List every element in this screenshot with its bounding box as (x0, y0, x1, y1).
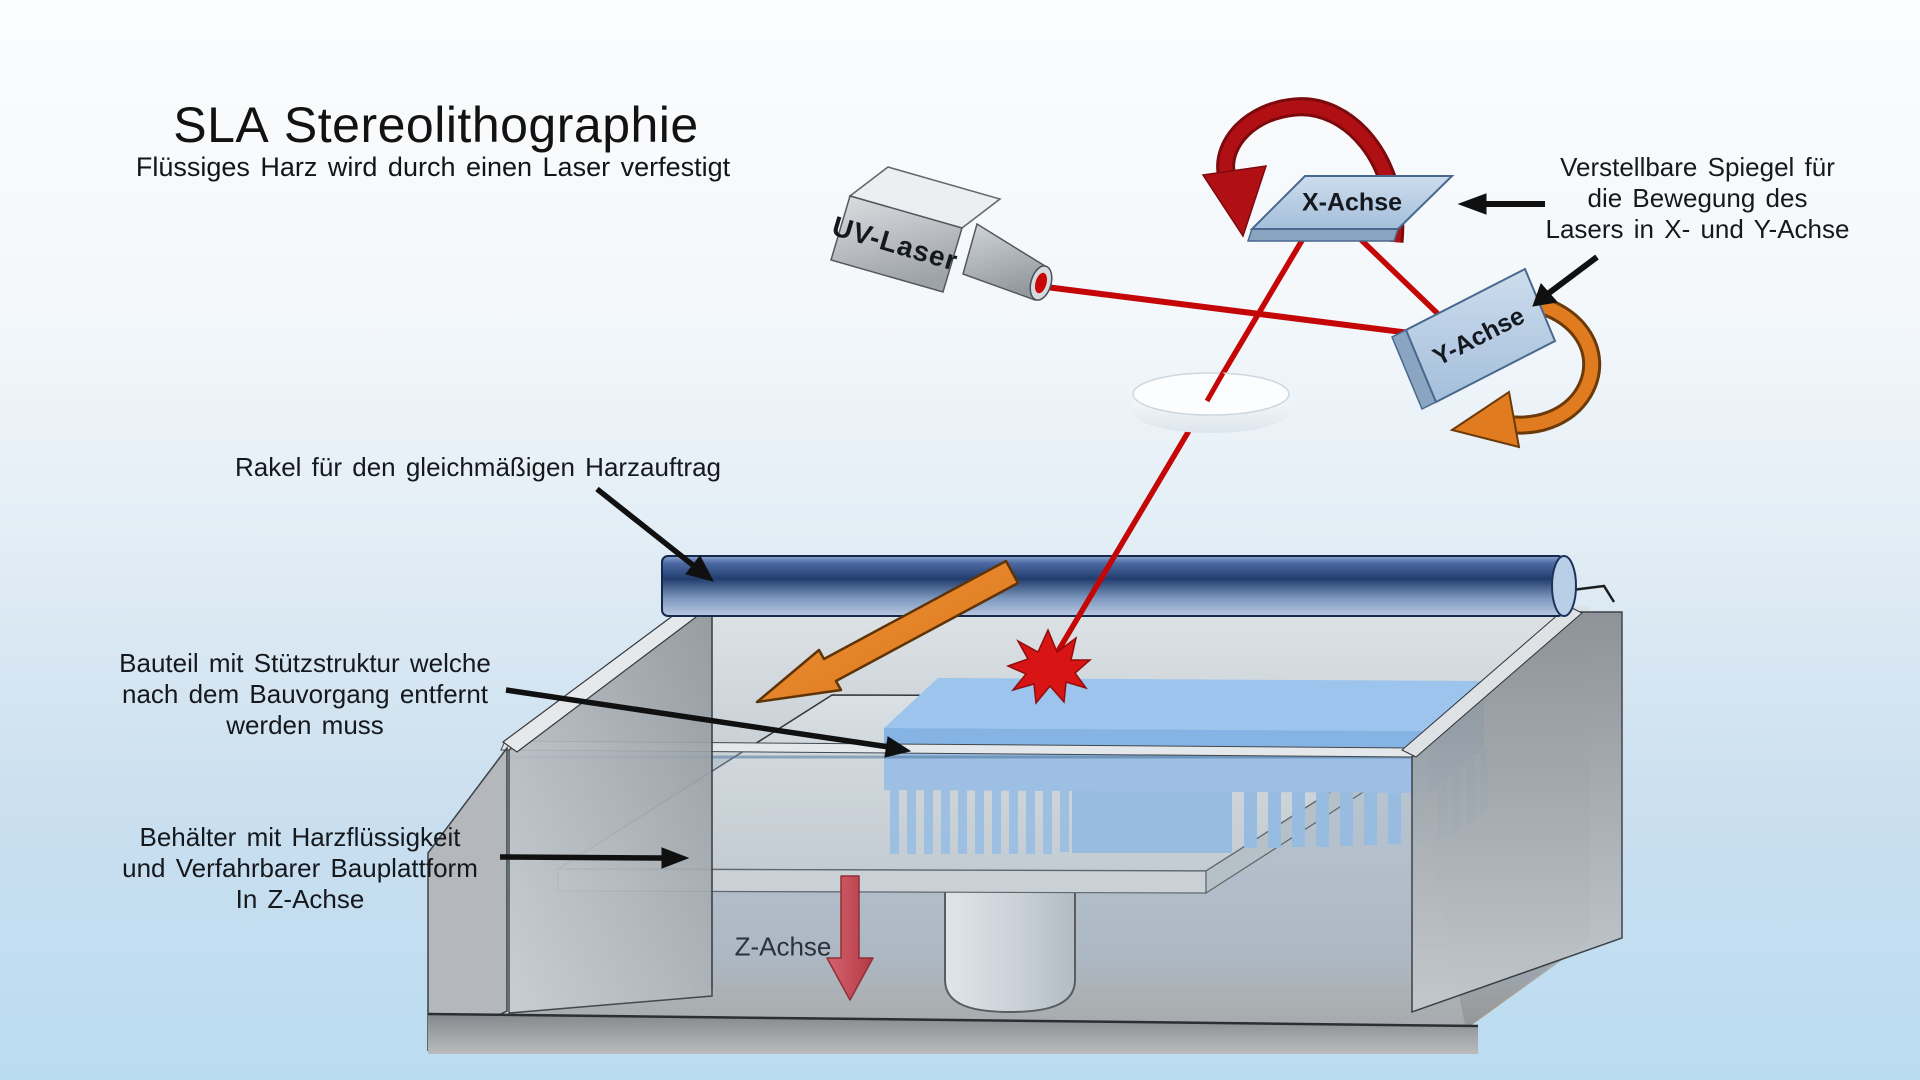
build-part (884, 678, 1487, 854)
tank-base (427, 1012, 1479, 1054)
rakel-arrow (595, 486, 714, 582)
part-top-face (884, 678, 1484, 731)
mirror-note-label: Verstellbare Spiegel für die Bewegung de… (1500, 152, 1895, 245)
support-teeth-right (1244, 789, 1424, 848)
part-label-line3: werden muss (226, 710, 384, 740)
tank-front-glass (509, 748, 1466, 1030)
part-label: Bauteil mit Stützstruktur welche nach de… (95, 648, 515, 741)
mirror-note-line1: Verstellbare Spiegel für (1560, 152, 1835, 182)
beam-laser-to-y-mirror (1043, 284, 1413, 336)
recoater-direction-arrow (755, 559, 1020, 704)
part-front-face (884, 728, 1430, 793)
tank-right-wall (1401, 584, 1623, 1014)
z-axis-label: Z-Achse (734, 931, 832, 962)
tank-arrow (499, 847, 690, 869)
mirror-note-arrow-x (1457, 193, 1545, 215)
x-axis-mirror-label: X-Achse (1301, 188, 1403, 217)
part-lower-block (1072, 789, 1232, 853)
y-rotation-arrow (1449, 290, 1602, 449)
y-mirror (1391, 267, 1557, 411)
tank-label: Behälter mit Harzflüssigkeit und Verfahr… (90, 822, 510, 915)
annotation-arrows (499, 193, 1599, 869)
laser-aperture (1034, 272, 1048, 294)
part-arrow (505, 687, 912, 758)
tank-left-wall (427, 599, 713, 1052)
laser-body-front (830, 195, 963, 293)
rakel-label: Rakel für den gleichmäßigen Harzauftrag (234, 452, 722, 482)
x-mirror (1246, 175, 1455, 242)
platform-pedestal (944, 889, 1076, 1014)
roller-end-cap (1551, 555, 1577, 617)
resin-tank (427, 584, 1623, 1054)
tank-label-line1: Behälter mit Harzflüssigkeit (139, 822, 461, 852)
beam-y-to-x-mirror (1350, 229, 1440, 316)
beam-on-lens (1204, 371, 1226, 403)
mirror-note-line3: Lasers in X- und Y-Achse (1545, 214, 1850, 244)
beam-x-mirror-to-part (1045, 229, 1310, 671)
laser-beams (1043, 229, 1440, 671)
uv-laser-device (830, 166, 1053, 301)
part-label-line1: Bauteil mit Stützstruktur welche (119, 648, 491, 678)
tank-label-line3: In Z-Achse (235, 884, 365, 914)
mirror-note-line2: die Bewegung des (1587, 183, 1808, 213)
tank-label-line2: und Verfahrbarer Bauplattform (122, 853, 478, 883)
mirror-note-arrow-y (1532, 254, 1599, 307)
recoater-roller (661, 555, 1577, 617)
page-subtitle: Flüssiges Harz wird durch einen Laser ve… (135, 152, 731, 182)
z-axis-arrow (826, 875, 874, 1001)
laser-spark-icon (1005, 628, 1093, 705)
part-label-line2: nach dem Bauvorgang entfernt (121, 679, 489, 709)
support-teeth-left (890, 789, 1069, 854)
page-title: SLA Stereolithographie (173, 97, 699, 153)
focus-lens (1132, 371, 1290, 433)
